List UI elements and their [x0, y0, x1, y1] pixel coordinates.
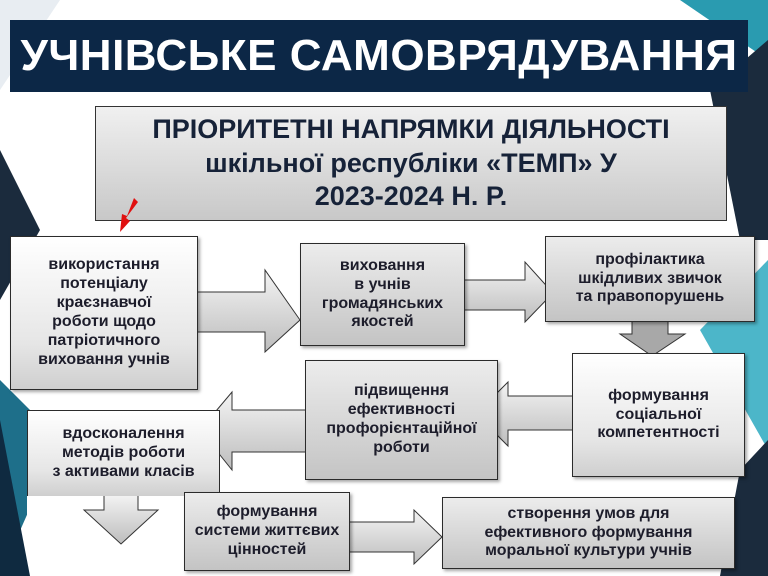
box-social-competence: формування соціальної компетентності: [572, 353, 745, 477]
box-prevention: профілактика шкідливих звичок та правопо…: [545, 236, 755, 322]
box-local-history-patriotic: використання потенціалу краєзнавчої робо…: [10, 236, 198, 390]
box-moral-culture: створення умов для ефективного формуванн…: [442, 497, 735, 569]
subtitle-box: ПРІОРИТЕТНІ НАПРЯМКИ ДІЯЛЬНОСТІ шкільної…: [95, 106, 727, 221]
box-class-activists: вдосконалення методів роботи з активами …: [27, 410, 220, 496]
subtitle-line-2: шкільної республіки «ТЕМП» У: [205, 147, 617, 178]
subtitle-line-3: 2023-2024 Н. Р.: [314, 181, 508, 212]
page-title: УЧНІВСЬКЕ САМОВРЯДУВАННЯ: [10, 20, 748, 92]
subtitle-line-1: ПРІОРИТЕТНІ НАПРЯМКИ ДІЯЛЬНОСТІ: [152, 113, 670, 144]
box-life-values: формування системи життєвих цінностей: [184, 492, 350, 571]
box-career-guidance: підвищення ефективності профорієнтаційно…: [305, 360, 498, 480]
box-civic-qualities: виховання в учнів громадянських якостей: [300, 243, 465, 346]
